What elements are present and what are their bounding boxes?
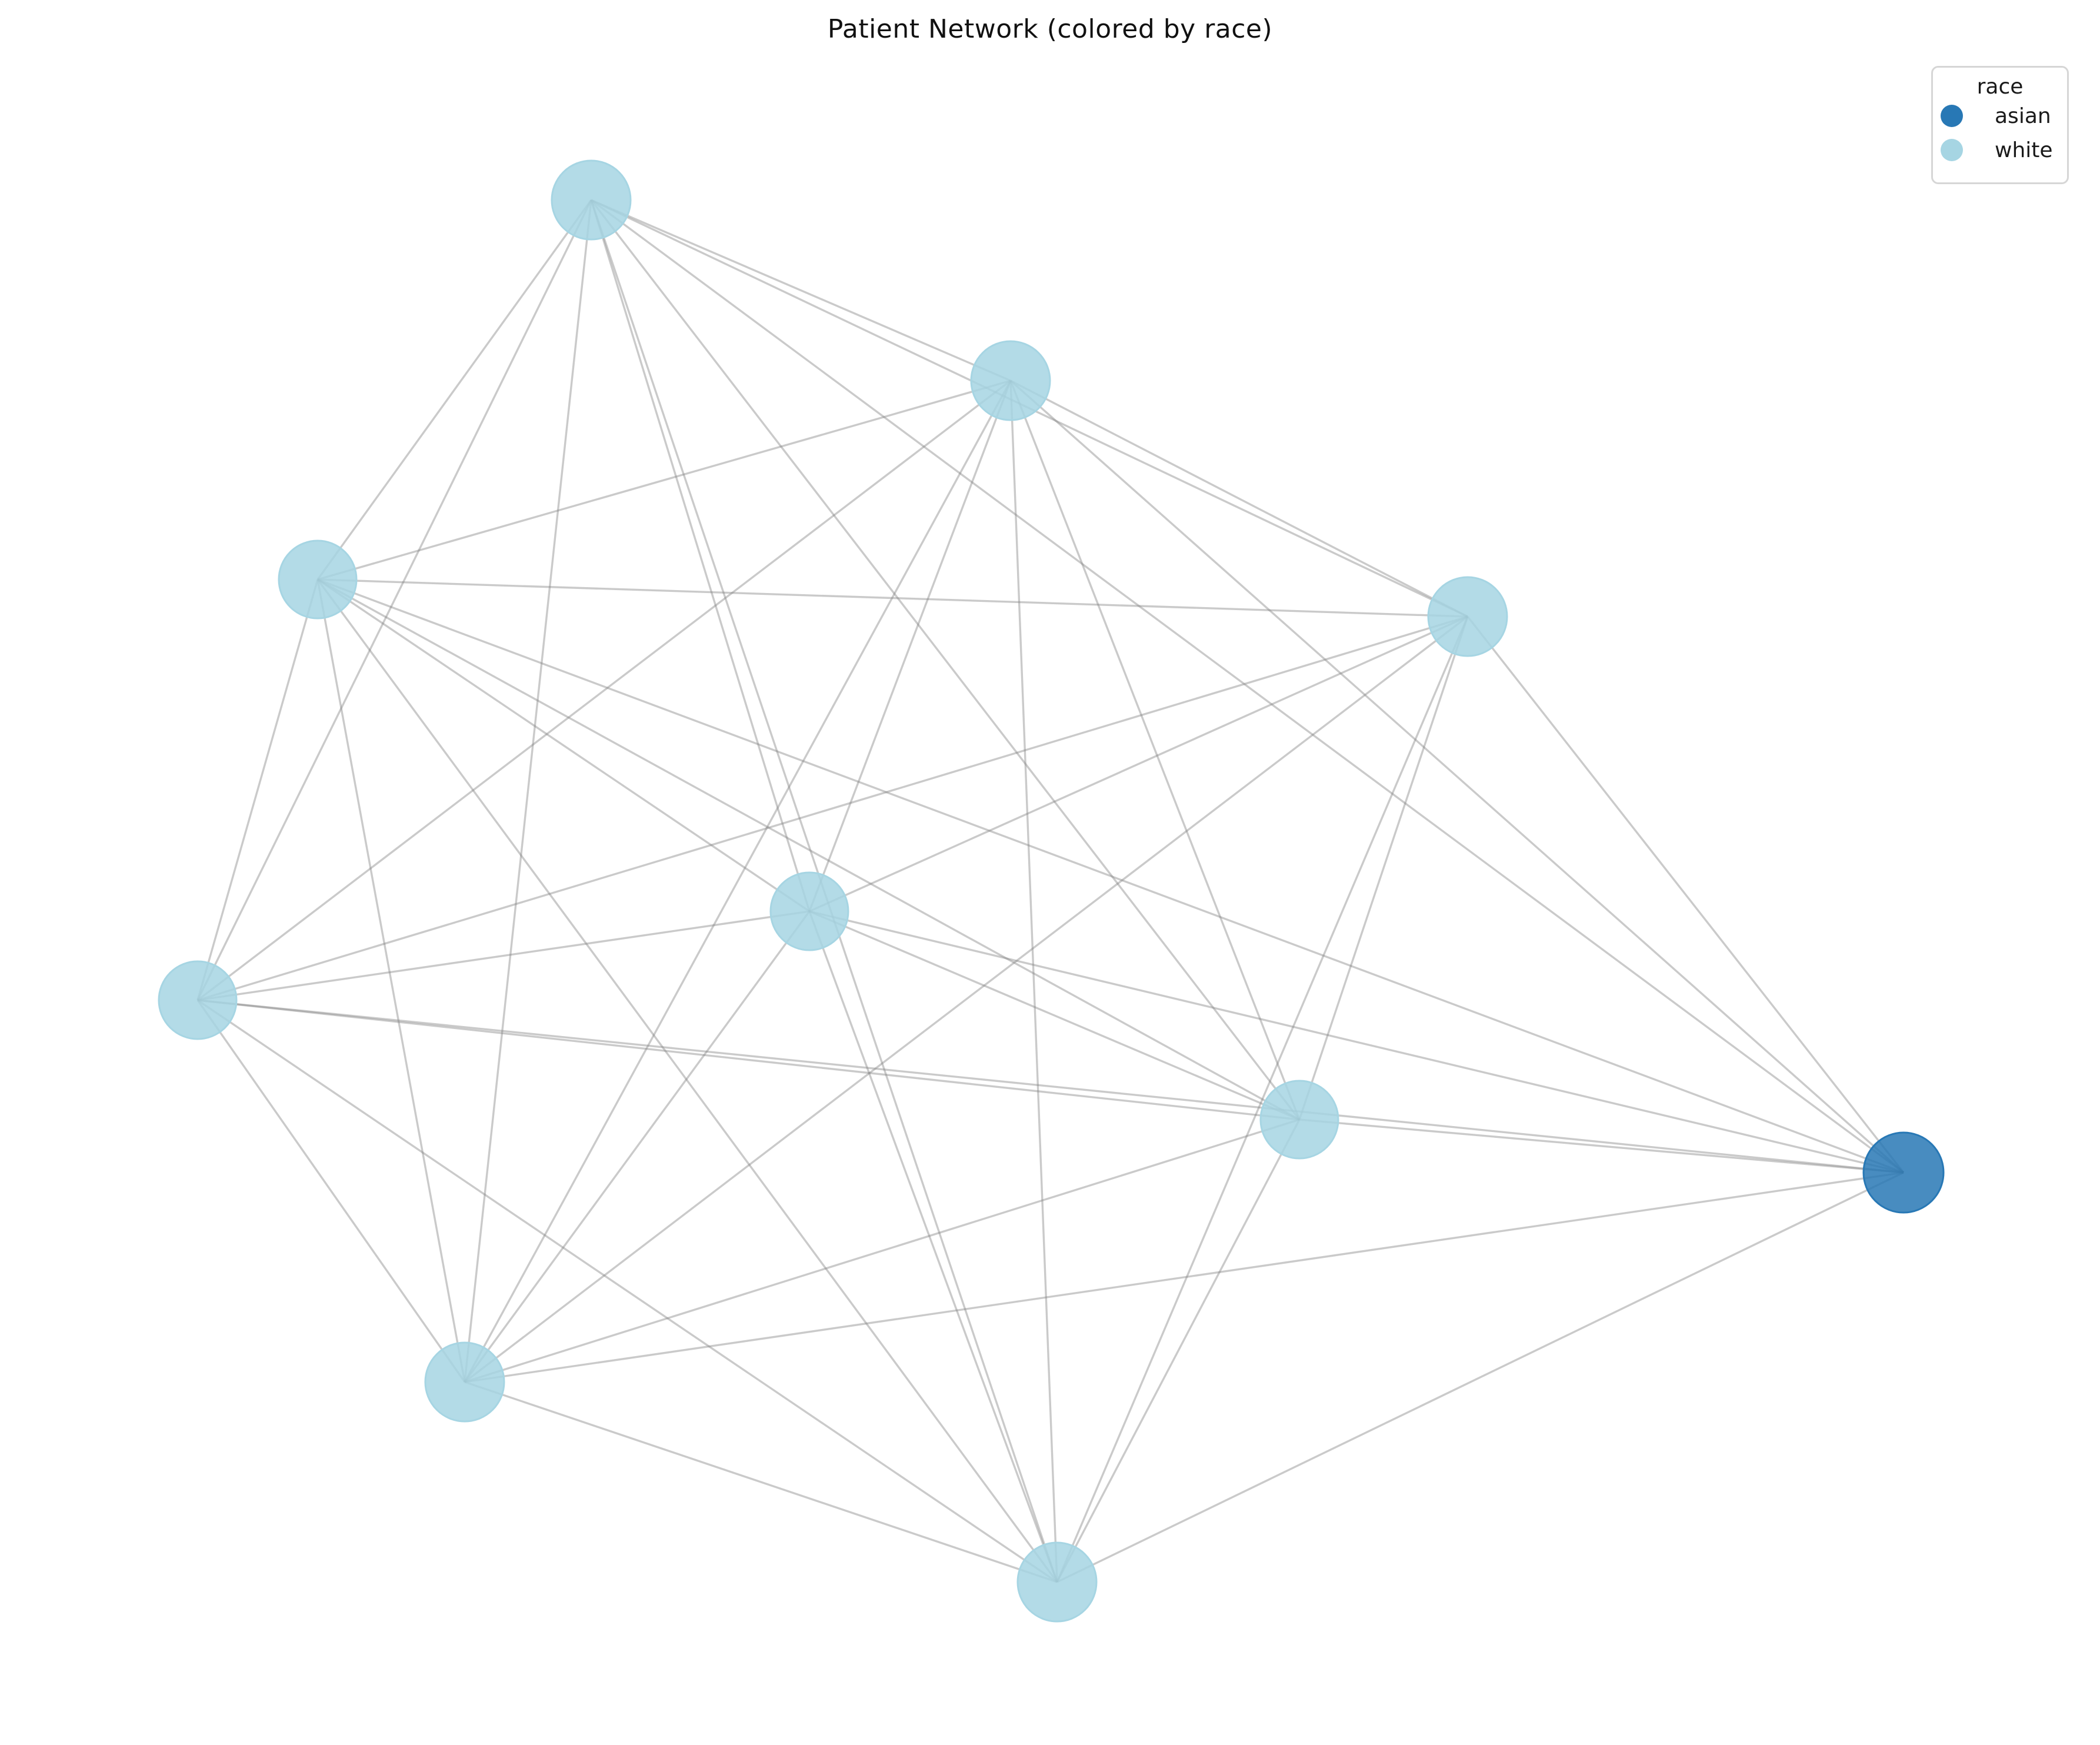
edge-line — [809, 910, 1300, 1121]
edge-line — [197, 999, 1300, 1121]
edge-line — [317, 578, 810, 913]
edge-line — [464, 615, 1469, 1383]
patient-node-5-white — [769, 871, 849, 951]
legend-row-white: white — [1933, 133, 2067, 167]
edge-line — [197, 999, 1904, 1174]
edge-line — [317, 578, 1300, 1121]
edge-line — [809, 910, 1904, 1174]
legend-title: race — [1976, 75, 2024, 99]
edge-line — [1010, 379, 1468, 618]
edge-line — [1299, 1118, 1904, 1174]
edge-line — [316, 579, 466, 1383]
edge-line — [808, 911, 1058, 1583]
patient-node-7-white — [1259, 1080, 1339, 1160]
edge-line — [590, 199, 811, 912]
edge-line — [464, 199, 592, 1383]
edges-layer — [196, 199, 1905, 1583]
edge-line — [590, 199, 1905, 1174]
edge-line — [1056, 1171, 1904, 1583]
edge-line — [464, 910, 811, 1383]
edge-line — [316, 199, 592, 580]
patient-node-1-white — [551, 159, 632, 241]
edge-line — [590, 199, 1301, 1121]
patient-node-9-white — [424, 1341, 505, 1423]
edge-line — [196, 199, 592, 1001]
edge-line — [464, 380, 1012, 1383]
edge-line — [1056, 1119, 1301, 1583]
edge-line — [196, 1000, 466, 1383]
edge-line — [1009, 380, 1058, 1583]
patient-node-6-white — [158, 960, 238, 1040]
legend-label-white: white — [1995, 138, 2053, 162]
edge-line — [196, 579, 319, 1001]
edge-line — [317, 578, 1904, 1174]
edge-line — [197, 999, 1058, 1583]
edge-line — [464, 1381, 1058, 1583]
edge-line — [1056, 616, 1469, 1583]
edge-line — [808, 380, 1012, 912]
edge-line — [464, 1171, 1904, 1383]
edge-line — [1009, 380, 1301, 1120]
legend-dot-asian-icon — [1941, 105, 1963, 128]
edge-line — [1298, 616, 1469, 1120]
edge-line — [809, 615, 1468, 913]
edge-line — [464, 1118, 1300, 1383]
chart-title: Patient Network (colored by race) — [827, 14, 1273, 44]
edge-line — [1009, 379, 1905, 1174]
nodes-layer — [158, 159, 1945, 1623]
patient-node-8-asian — [1862, 1131, 1945, 1214]
legend-dot-white-icon — [1941, 139, 1963, 162]
patient-node-2-white — [970, 340, 1051, 421]
edge-line — [196, 379, 1012, 1001]
legend: race asian white — [1931, 66, 2069, 184]
legend-row-asian: asian — [1933, 99, 2067, 133]
patient-node-3-white — [278, 540, 358, 620]
patient-node-10-white — [1016, 1541, 1098, 1623]
edge-line — [316, 578, 1058, 1583]
edge-line — [197, 615, 1468, 1001]
edge-line — [1466, 615, 1905, 1174]
legend-label-asian: asian — [1995, 104, 2051, 128]
edge-line — [317, 578, 1468, 618]
edge-line — [317, 379, 1011, 581]
edge-line — [197, 910, 810, 1001]
edge-line — [591, 199, 1011, 382]
patient-node-4-white — [1427, 576, 1508, 657]
